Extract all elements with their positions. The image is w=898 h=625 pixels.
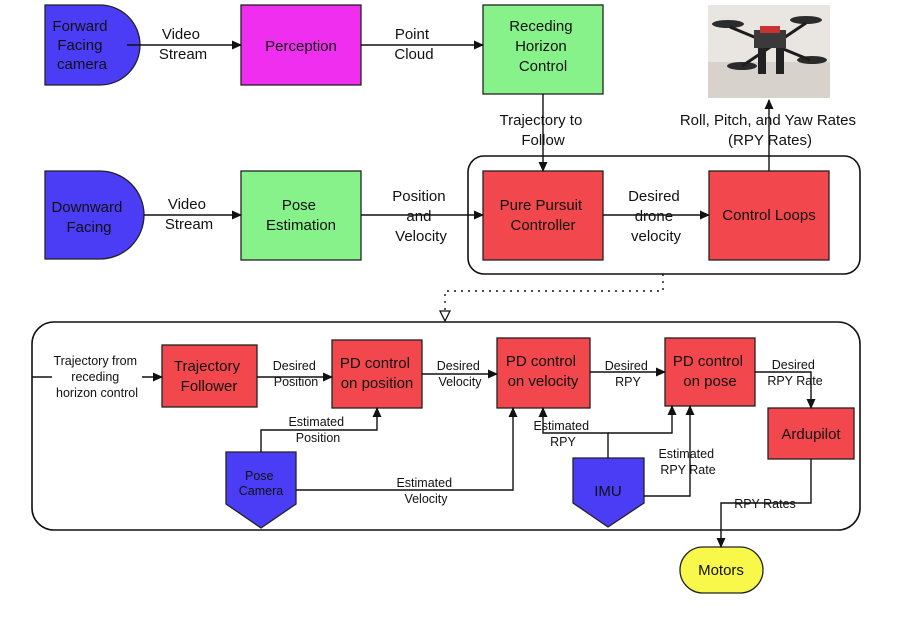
downward-camera-label: Downward Facing	[51, 199, 126, 236]
pure-pursuit-controller-block: Pure Pursuit Controller	[482, 170, 604, 261]
imu-shape	[572, 457, 645, 528]
motors-label: Motors	[698, 562, 744, 579]
motors-block: Motors	[679, 546, 764, 594]
label-estimated-rpy: Estimated RPY	[533, 419, 592, 449]
pd-velocity-label: PD control on velocity	[506, 353, 580, 390]
forward-camera-label: Forward Facing camera	[52, 18, 111, 73]
pd-control-position-block: PD control on position	[331, 339, 423, 409]
arrow-imu-to-pd-pose	[608, 405, 677, 434]
label-desired-rpy-rate: Desired RPY Rate	[767, 358, 822, 388]
ardupilot-block: Ardupilot	[767, 407, 855, 460]
label-desired-rpy: Desired RPY	[605, 359, 652, 389]
arrow-imu-to-pd-velocity	[538, 407, 609, 458]
pose-camera-shape	[225, 451, 297, 529]
label-trajectory-from: Trajectory from receding horizon control	[53, 354, 140, 400]
arrow-ardupilot-to-motors	[716, 459, 812, 548]
label-video-stream-2: Video Stream	[165, 196, 213, 233]
imu-label: IMU	[594, 483, 622, 500]
ardupilot-label: Ardupilot	[781, 426, 841, 443]
imu-block: IMU	[572, 457, 645, 528]
pose-camera-label: Pose Camera	[239, 469, 284, 498]
forward-camera-shape	[44, 4, 141, 86]
label-video-stream-1: Video Stream	[159, 26, 207, 63]
label-point-cloud: Point Cloud	[394, 26, 433, 63]
perception-label: Perception	[265, 38, 337, 55]
control-loops-block: Control Loops	[708, 170, 830, 261]
label-desired-drone-velocity: Desired drone velocity	[628, 188, 684, 245]
label-rpy-rates-bottom: RPY Rates	[734, 497, 796, 511]
detail-expansion-frame	[31, 321, 861, 531]
pd-position-label: PD control on position	[340, 355, 414, 392]
downward-camera-shape	[44, 170, 145, 260]
downward-facing-camera-block: Downward Facing	[44, 170, 145, 260]
pose-camera-block: Pose Camera	[225, 451, 297, 529]
perception-block: Perception	[240, 4, 362, 86]
label-estimated-velocity: Estimated Velocity	[396, 476, 455, 506]
pure-pursuit-label: Pure Pursuit Controller	[500, 197, 587, 234]
pose-estimation-block: Pose Estimation	[240, 170, 362, 261]
quadcopter-drone-icon	[708, 5, 830, 98]
label-estimated-position: Estimated Position	[288, 415, 347, 445]
expansion-dotted-arrow	[445, 274, 664, 320]
label-rpy-rates-top: Roll, Pitch, and Yaw Rates (RPY Rates)	[680, 112, 860, 149]
forward-facing-camera-block: Forward Facing camera	[44, 4, 141, 86]
arrow-imu-to-pd-pose-rate	[644, 405, 695, 497]
pose-estimation-label: Pose Estimation	[266, 197, 336, 234]
label-trajectory-to-follow: Trajectory to Follow	[500, 112, 587, 149]
arrow-camera-to-pd-velocity	[296, 407, 518, 491]
control-loops-label: Control Loops	[722, 207, 815, 224]
pd-control-velocity-block: PD control on velocity	[496, 337, 591, 409]
label-position-and-velocity: Position and Velocity	[392, 188, 450, 245]
arrow-camera-to-pd-position	[260, 407, 382, 452]
pd-control-pose-block: PD control on pose	[664, 337, 756, 407]
label-desired-velocity: Desired Velocity	[437, 359, 484, 389]
receding-horizon-control-block: Receding Horizon Control	[482, 4, 604, 95]
arrow-pd-pose-to-ardupilot	[755, 371, 816, 409]
trajectory-follower-block: Trajectory Follower	[161, 344, 258, 408]
trajectory-follower-label: Trajectory Follower	[174, 358, 244, 395]
label-estimated-rpy-rate: Estimated RPY Rate	[658, 447, 717, 477]
pd-pose-label: PD control on pose	[673, 353, 747, 390]
label-desired-position: Desired Position	[273, 359, 320, 389]
receding-horizon-label: Receding Horizon Control	[509, 18, 577, 75]
